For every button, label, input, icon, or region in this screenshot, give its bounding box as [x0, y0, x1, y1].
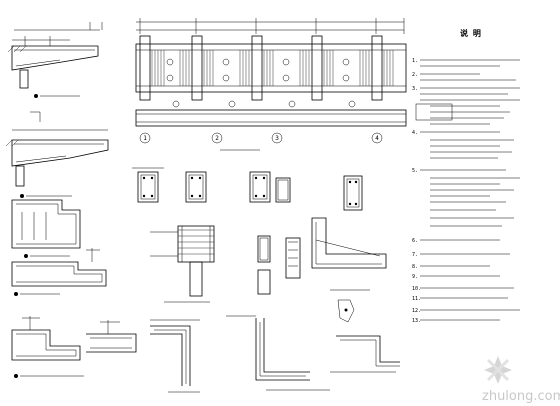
note-index: 6. — [412, 238, 418, 244]
section-1 — [132, 167, 164, 203]
slab-edge-detail — [226, 315, 330, 391]
section-5 — [343, 175, 363, 211]
section-details — [132, 167, 387, 303]
column-beam-joint — [150, 225, 215, 303]
axis-bubbles: 1 2 3 4 — [139, 132, 383, 144]
note-index: 4. — [412, 130, 418, 136]
cantilever-detail-5 — [11, 316, 137, 378]
notes-panel: 说 明 1. 2. 3. 4. 5. 6. 7. 8. 9. 10. 11. 1… — [412, 28, 520, 324]
note-index: 2. — [412, 72, 418, 78]
bottom-details — [150, 299, 400, 393]
axis-label-3: 3 — [275, 135, 279, 142]
note-index: 10. — [412, 286, 421, 292]
grid-ticks — [139, 18, 405, 34]
watermark-brand: zhulong.com — [482, 389, 560, 404]
cantilever-detail-1 — [7, 22, 103, 98]
wall-section — [285, 237, 301, 279]
note-index: 3. — [412, 86, 418, 92]
left-detail-column — [5, 22, 137, 378]
section-2 — [185, 171, 207, 203]
column-section-small — [257, 235, 271, 295]
axis-label-2: 2 — [215, 135, 219, 142]
watermark: zhulong.com — [482, 356, 560, 404]
section-4 — [275, 177, 291, 203]
cantilever-detail-2 — [5, 111, 109, 198]
watermark-logo-icon — [484, 356, 512, 384]
note-index: 11. — [412, 296, 421, 302]
section-3 — [249, 171, 271, 203]
corner-detail — [150, 319, 200, 393]
notes-title: 说 明 — [460, 28, 481, 38]
beam-elevation: 1 2 3 4 — [135, 18, 407, 151]
step-detail — [330, 335, 400, 373]
note-index: 5. — [412, 168, 418, 174]
axis-label-1: 1 — [143, 135, 147, 142]
note-index: 7. — [412, 252, 418, 258]
note-index: 9. — [412, 274, 418, 280]
note-index: 8. — [412, 264, 418, 270]
note-index: 12. — [412, 308, 421, 314]
axis-label-4: 4 — [375, 135, 379, 142]
cantilever-detail-4 — [11, 248, 107, 296]
hook-detail — [337, 299, 355, 323]
notes-body: 1. 2. 3. 4. 5. 6. 7. 8. 9. 10. 11. 12. 1… — [412, 58, 520, 324]
bracket-detail — [311, 217, 387, 291]
note-index: 1. — [412, 58, 418, 64]
cantilever-detail-3 — [11, 199, 81, 258]
note-index: 13. — [412, 318, 421, 324]
